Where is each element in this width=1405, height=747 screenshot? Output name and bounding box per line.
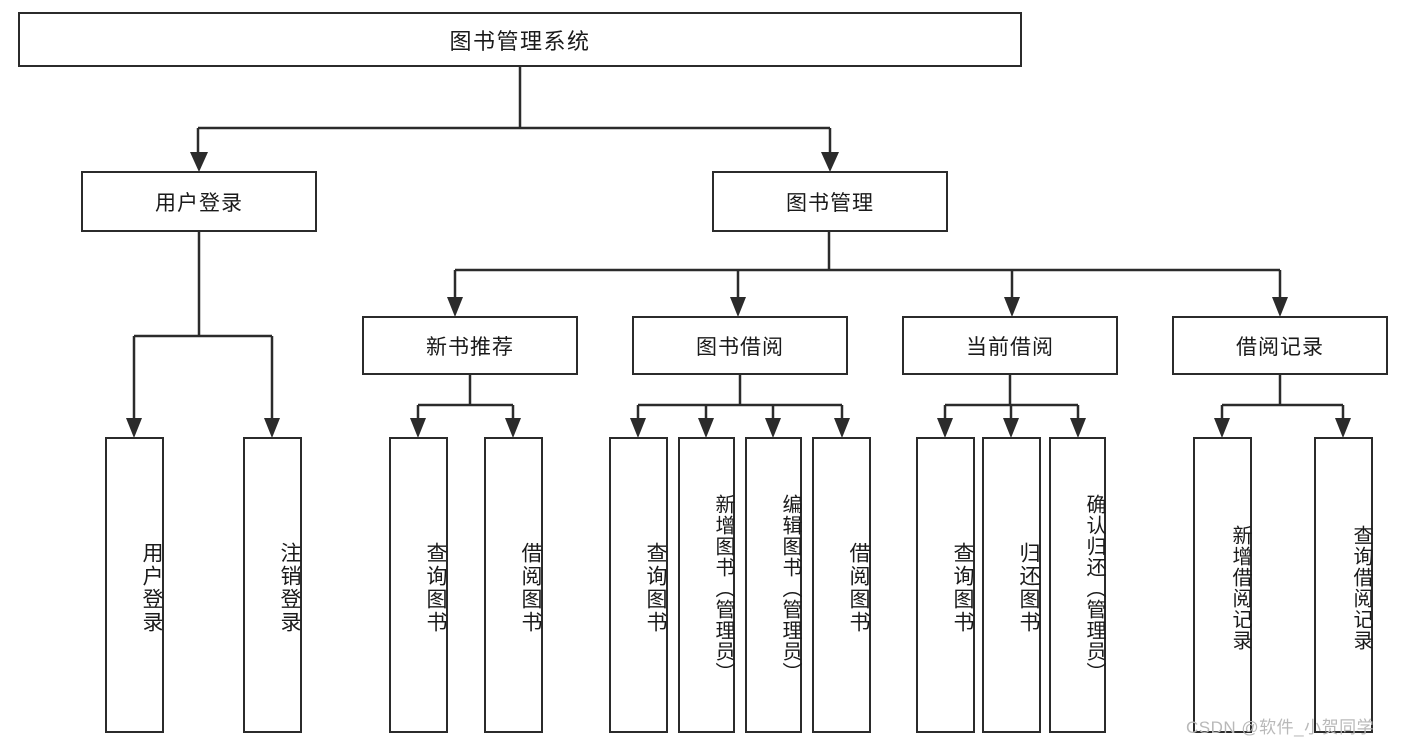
node-root[interactable]: 图书管理系统 (18, 12, 1022, 67)
leaf-query-book-3[interactable]: 查询图书 (916, 437, 975, 733)
leaf-borrow-book-2[interactable]: 借阅图书 (812, 437, 871, 733)
leaf-query-book-2-label: 查询图书 (644, 542, 667, 634)
leaf-query-book-1[interactable]: 查询图书 (389, 437, 448, 733)
leaf-query-record[interactable]: 查询借阅记录 (1314, 437, 1373, 733)
leaf-query-book-1-label: 查询图书 (424, 542, 447, 634)
node-borrow-record[interactable]: 借阅记录 (1172, 316, 1388, 375)
leaf-add-book[interactable]: 新增图书（管理员） (678, 437, 735, 733)
node-book-borrow[interactable]: 图书借阅 (632, 316, 848, 375)
node-current-borrow-label: 当前借阅 (966, 335, 1054, 359)
leaf-confirm-return-label: 确认归还（管理员） (1083, 493, 1105, 683)
leaf-edit-book-label: 编辑图书（管理员） (779, 493, 801, 683)
node-current-borrow[interactable]: 当前借阅 (902, 316, 1118, 375)
leaf-user-login[interactable]: 用户登录 (105, 437, 164, 733)
leaf-query-book-3-label: 查询图书 (951, 542, 974, 634)
node-user-login-label: 用户登录 (155, 191, 243, 215)
csdn-watermark: CSDN @软件_小贺同学 (1186, 718, 1375, 737)
leaf-add-record-label: 新增借阅记录 (1229, 525, 1251, 651)
leaf-return-book-label: 归还图书 (1017, 542, 1040, 634)
leaf-query-book-2[interactable]: 查询图书 (609, 437, 668, 733)
node-new-book-recommend-label: 新书推荐 (426, 335, 514, 359)
node-new-book-recommend[interactable]: 新书推荐 (362, 316, 578, 375)
leaf-borrow-book-1-label: 借阅图书 (519, 542, 542, 634)
node-book-manage[interactable]: 图书管理 (712, 171, 948, 232)
leaf-add-record[interactable]: 新增借阅记录 (1193, 437, 1252, 733)
leaf-query-record-label: 查询借阅记录 (1350, 525, 1372, 651)
leaf-return-book[interactable]: 归还图书 (982, 437, 1041, 733)
leaf-logout[interactable]: 注销登录 (243, 437, 302, 733)
leaf-edit-book[interactable]: 编辑图书（管理员） (745, 437, 802, 733)
leaf-user-login-label: 用户登录 (140, 542, 163, 634)
leaf-add-book-label: 新增图书（管理员） (712, 493, 734, 683)
node-book-borrow-label: 图书借阅 (696, 335, 784, 359)
leaf-borrow-book-2-label: 借阅图书 (847, 542, 870, 634)
node-book-manage-label: 图书管理 (786, 191, 874, 215)
leaf-borrow-book-1[interactable]: 借阅图书 (484, 437, 543, 733)
node-root-label: 图书管理系统 (449, 28, 591, 54)
leaf-confirm-return[interactable]: 确认归还（管理员） (1049, 437, 1106, 733)
node-user-login[interactable]: 用户登录 (81, 171, 317, 232)
leaf-logout-label: 注销登录 (278, 542, 301, 634)
node-borrow-record-label: 借阅记录 (1236, 335, 1324, 359)
